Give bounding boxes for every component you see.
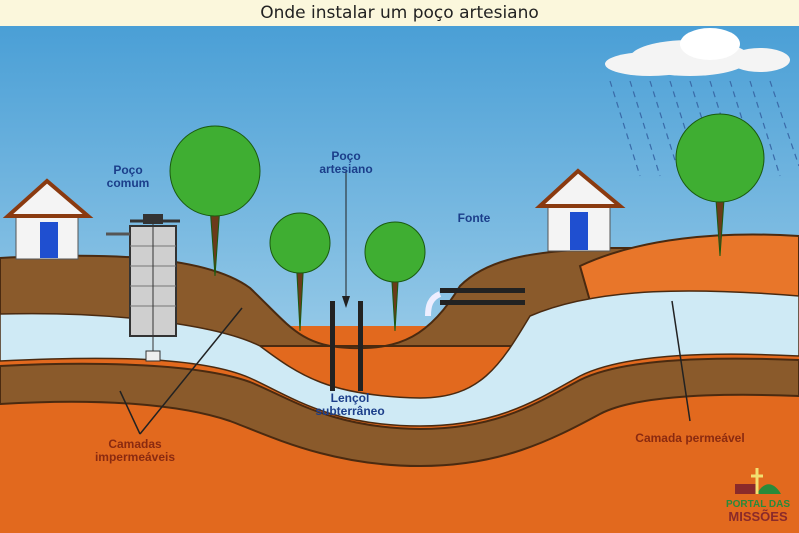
label-artesian-well: Poço artesiano: [319, 149, 373, 176]
label-common-well: Poço comum: [106, 163, 150, 190]
common-well-icon: [106, 214, 180, 362]
pointer-arrows: [119, 300, 691, 435]
illustration: [0, 26, 799, 533]
house-right-icon: [534, 168, 626, 252]
title-bar: Onde instalar um poço artesiano: [0, 0, 799, 26]
tree-icon: [169, 113, 765, 332]
spring-pipe-icon: [425, 288, 525, 317]
logo-line1: PORTAL DAS: [725, 499, 791, 510]
label-impermeable-layers: Camadas impermeáveis: [94, 437, 176, 464]
water-table: [0, 290, 799, 427]
portal-das-missoes-logo: PORTAL DAS MISSÕES: [722, 466, 794, 524]
label-spring: Fonte: [457, 211, 491, 225]
artesian-well-icon: [330, 171, 363, 391]
logo-line2: MISSÕES: [728, 509, 788, 524]
label-groundwater: Lençol subterrâneo: [315, 391, 385, 418]
diagram-title: Onde instalar um poço artesiano: [260, 3, 539, 23]
label-permeable-layer: Camada permeável: [635, 431, 745, 445]
logo-emblem-icon: [735, 468, 781, 494]
house-left-icon: [2, 178, 94, 260]
